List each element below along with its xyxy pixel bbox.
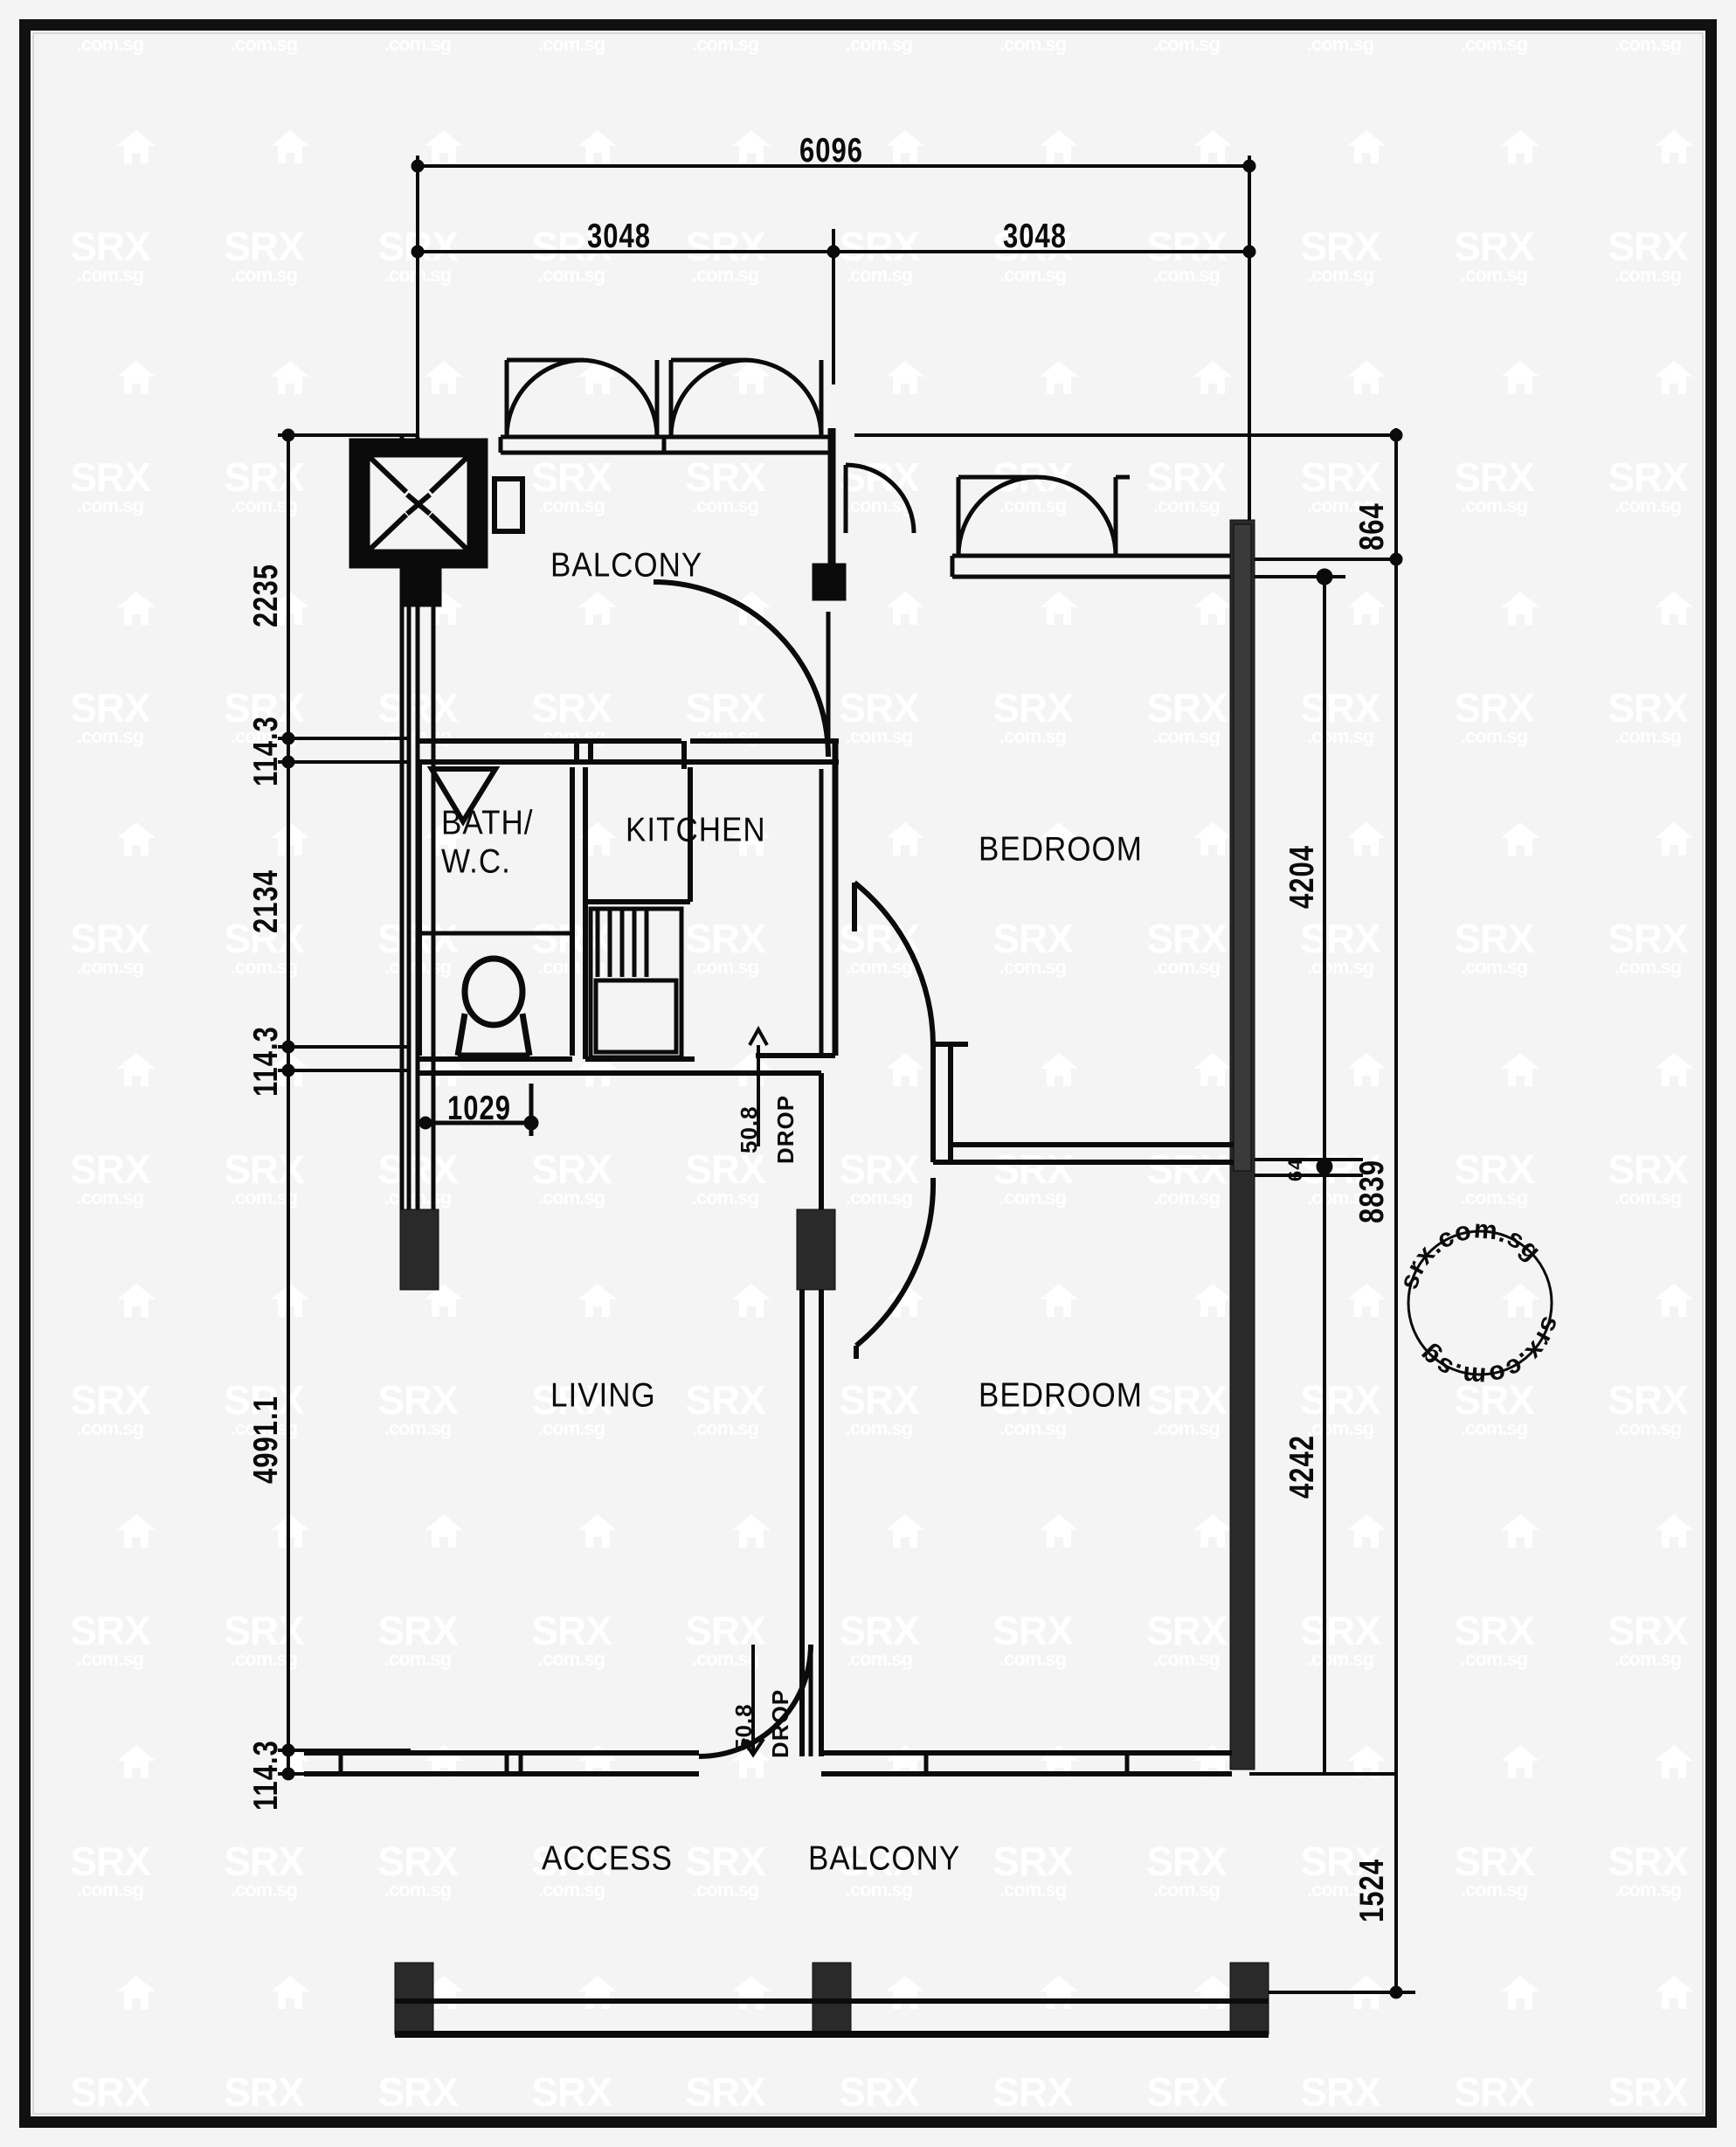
drop-note-living-value: 50.8 [730, 1703, 757, 1751]
drop-note-living-label: DROP [767, 1688, 793, 1758]
room-label-living: LIVING [550, 1376, 656, 1415]
dimension-top-offset: 864 [1352, 502, 1391, 551]
dimension-small-offset: 64 [1284, 1158, 1306, 1181]
dimension-bedroom-2-depth: 4242 [1283, 1435, 1321, 1499]
dimension-bath-width: 1029 [447, 1089, 511, 1127]
svg-text:srx.com.sg: srx.com.sg [1414, 1313, 1566, 1390]
room-label-balcony-bottom: BALCONY [808, 1839, 961, 1878]
srx-circular-stamp: srx.com.sg srx.com.sg [1393, 1215, 1567, 1390]
room-label-bath-wc: BATH/ W.C. [441, 804, 533, 881]
drop-note-kitchen-label: DROP [772, 1094, 799, 1164]
drop-note-kitchen-value: 50.8 [736, 1105, 762, 1153]
bath-wc-line2: W.C. [441, 841, 511, 881]
dimension-access-width: 1524 [1352, 1859, 1391, 1922]
dimension-bath-kitchen-depth: 2134 [246, 869, 285, 933]
dimension-overall-depth: 8839 [1352, 1160, 1391, 1223]
dimension-wall-thickness-2: 114.3 [246, 1026, 285, 1097]
bath-wc-line1: BATH/ [441, 804, 534, 842]
dimension-overall-width: 6096 [799, 131, 863, 170]
dimension-left-half: 3048 [587, 217, 651, 255]
room-label-bedroom-top: BEDROOM [979, 830, 1143, 869]
dimension-right-half: 3048 [1003, 217, 1067, 255]
room-label-kitchen: KITCHEN [626, 811, 766, 849]
dimension-bedroom-1-depth: 4204 [1283, 845, 1321, 909]
room-label-access: ACCESS [542, 1839, 673, 1878]
dimension-wall-thickness-3: 114.3 [246, 1740, 285, 1811]
dimension-wall-thickness-1: 114.3 [246, 716, 285, 786]
svg-text:srx.com.sg: srx.com.sg [1394, 1215, 1546, 1292]
room-label-bedroom-bottom: BEDROOM [979, 1376, 1143, 1415]
room-label-balcony-top: BALCONY [550, 546, 703, 585]
dimension-living-depth: 4991.1 [246, 1396, 285, 1484]
dimension-balcony-depth: 2235 [246, 564, 285, 627]
